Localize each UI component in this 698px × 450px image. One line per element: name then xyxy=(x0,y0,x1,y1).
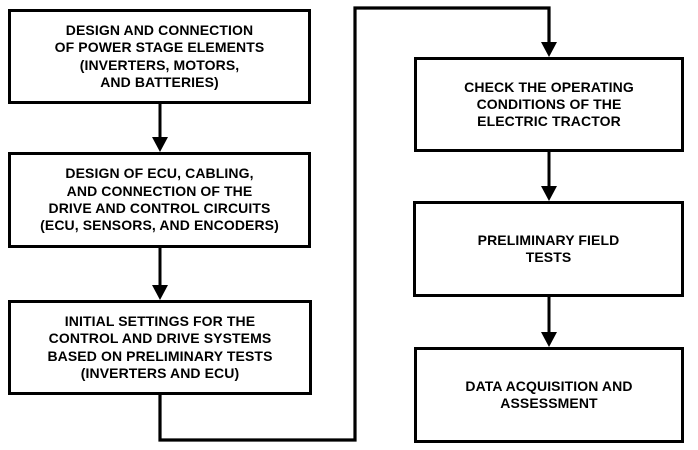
flow-box-check-operating-conditions: CHECK THE OPERATING CONDITIONS OF THE EL… xyxy=(414,57,684,152)
arrow-check-conditions-to-field-tests xyxy=(541,152,557,201)
arrow-initial-settings-to-check-conditions xyxy=(158,6,557,442)
flow-box-power-stage-design: DESIGN AND CONNECTION OF POWER STAGE ELE… xyxy=(8,9,311,104)
flow-box-preliminary-field-tests: PRELIMINARY FIELD TESTS xyxy=(413,201,684,297)
arrow-ecu-to-initial-settings xyxy=(152,248,168,300)
flow-box-ecu-cabling-design: DESIGN OF ECU, CABLING, AND CONNECTION O… xyxy=(8,152,311,248)
flow-box-data-acquisition-assessment: DATA ACQUISITION AND ASSESSMENT xyxy=(414,347,684,443)
flow-box-initial-settings: INITIAL SETTINGS FOR THE CONTROL AND DRI… xyxy=(8,300,312,395)
arrow-power-stage-to-ecu xyxy=(152,104,168,152)
arrow-field-tests-to-data-acquisition xyxy=(541,297,557,347)
